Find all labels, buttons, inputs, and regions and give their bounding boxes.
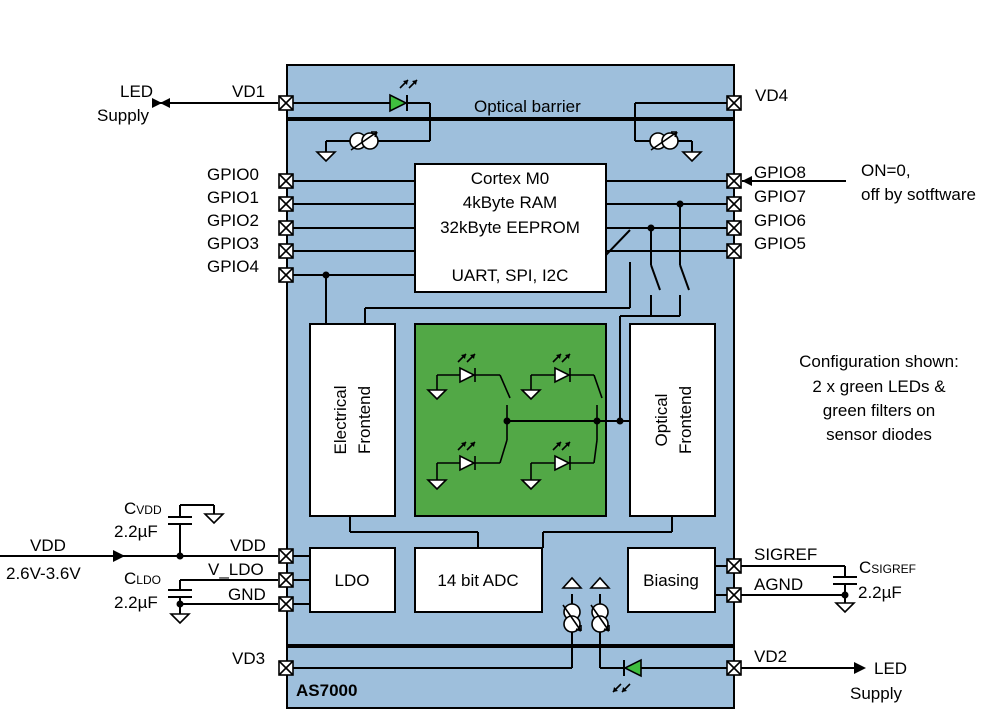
vdd-in-label: VDD xyxy=(30,536,66,555)
sensor-cell-bottom-left xyxy=(427,421,508,490)
config-note-line3: green filters on xyxy=(823,401,935,420)
led-supply-top-l2: Supply xyxy=(97,106,149,125)
label-sigref: SIGREF xyxy=(754,545,817,564)
csigref-label: CSIGREF xyxy=(859,558,916,577)
label-gpio2: GPIO2 xyxy=(207,211,259,230)
bottom-sensor-ref-left-icon xyxy=(561,576,583,589)
electrical-frontend-block xyxy=(309,323,396,517)
label-vd2: VD2 xyxy=(754,647,787,666)
label-gpio6: GPIO6 xyxy=(754,211,806,230)
pin-sigref xyxy=(726,558,742,574)
bottom-sensor-ref-right-icon xyxy=(589,576,611,589)
label-gpio0: GPIO0 xyxy=(207,165,259,184)
pin-gpio8 xyxy=(726,173,742,189)
label-vd4: VD4 xyxy=(755,86,788,105)
led-supply-bot-l1: LED xyxy=(874,659,907,678)
photodiode-top-left-icon xyxy=(349,131,379,151)
photodiode-bottom-right-icon xyxy=(590,603,610,633)
on-note-l1: ON=0, xyxy=(861,161,911,180)
csigref-value: 2.2µF xyxy=(858,583,902,602)
label-gpio5: GPIO5 xyxy=(754,234,806,253)
biasing-block xyxy=(627,547,716,613)
label-gpio4: GPIO4 xyxy=(207,257,259,276)
pin-vd3 xyxy=(278,660,294,676)
label-gpio1: GPIO1 xyxy=(207,188,259,207)
led-supply-top-l1: LED xyxy=(120,82,153,101)
electrical-frontend-l2: Frontend xyxy=(355,386,374,454)
cvdd-label: CVDD xyxy=(124,499,162,518)
label-gpio3: GPIO3 xyxy=(207,234,259,253)
label-gpio7: GPIO7 xyxy=(754,187,806,206)
chip-name: AS7000 xyxy=(296,681,357,700)
label-vd3: VD3 xyxy=(232,649,265,668)
config-note-line4: sensor diodes xyxy=(826,425,932,444)
ldo-block xyxy=(309,547,396,613)
pin-gpio2 xyxy=(278,220,294,236)
adc-label: 14 bit ADC xyxy=(437,571,518,590)
pin-gpio0 xyxy=(278,173,294,189)
cldo-label: CLDO xyxy=(124,569,161,588)
pin-gpio1 xyxy=(278,196,294,212)
mcu-line4: UART, SPI, I2C xyxy=(452,266,569,285)
vdd-input-arrow-icon xyxy=(113,550,125,562)
biasing-label: Biasing xyxy=(643,571,699,590)
pin-v-ldo xyxy=(278,572,294,588)
optical-frontend-block xyxy=(629,323,716,517)
label-gpio8: GPIO8 xyxy=(754,163,806,182)
pin-gpio5 xyxy=(726,243,742,259)
pin-gpio3 xyxy=(278,243,294,259)
label-vdd-pin: VDD xyxy=(230,536,266,555)
led-vd1-icon xyxy=(389,93,408,113)
pin-vd1 xyxy=(278,95,294,111)
optical-barrier-label: Optical barrier xyxy=(474,97,581,116)
cvdd-value: 2.2µF xyxy=(114,522,158,541)
optical-frontend-l2: Frontend xyxy=(676,386,695,454)
led-supply-bot-l2: Supply xyxy=(850,684,902,703)
pin-gpio4 xyxy=(278,267,294,283)
photodiode-top-right-icon xyxy=(649,131,679,151)
pin-vd2 xyxy=(726,660,742,676)
photodiode-bottom-left-icon xyxy=(562,603,582,633)
on-note-l2: off by sotftware xyxy=(861,185,976,204)
pin-vd4 xyxy=(726,95,742,111)
electrical-frontend-l1: Electrical xyxy=(331,386,350,455)
sensor-cell-top-left xyxy=(427,353,511,421)
ground-cldo-icon xyxy=(170,613,190,624)
label-vd1: VD1 xyxy=(232,82,265,101)
label-gnd-pin: GND xyxy=(228,585,266,604)
pin-gnd xyxy=(278,596,294,612)
pin-vdd xyxy=(278,548,294,564)
ground-cvdd-icon xyxy=(204,513,224,524)
mcu-line3: 32kByte EEPROM xyxy=(440,218,580,237)
optical-frontend-l1: Optical xyxy=(652,394,671,447)
vdd-range-label: 2.6V-3.6V xyxy=(6,564,81,583)
mcu-line1: Cortex M0 xyxy=(471,169,549,188)
adc-block xyxy=(414,547,543,613)
sensor-cell-top-right xyxy=(521,353,603,421)
pin-agnd xyxy=(726,587,742,603)
mcu-line2: 4kByte RAM xyxy=(463,193,557,212)
ground-csigref-icon xyxy=(835,602,855,613)
cldo-value: 2.2µF xyxy=(114,593,158,612)
config-note-line1: Configuration shown: xyxy=(799,352,959,371)
pin-gpio6 xyxy=(726,220,742,236)
label-agnd: AGND xyxy=(754,575,803,594)
config-note-line2: 2 x green LEDs & xyxy=(812,377,946,396)
label-v-ldo-pin: V_LDO xyxy=(208,560,264,579)
pin-gpio7 xyxy=(726,196,742,212)
ldo-label: LDO xyxy=(335,571,370,590)
